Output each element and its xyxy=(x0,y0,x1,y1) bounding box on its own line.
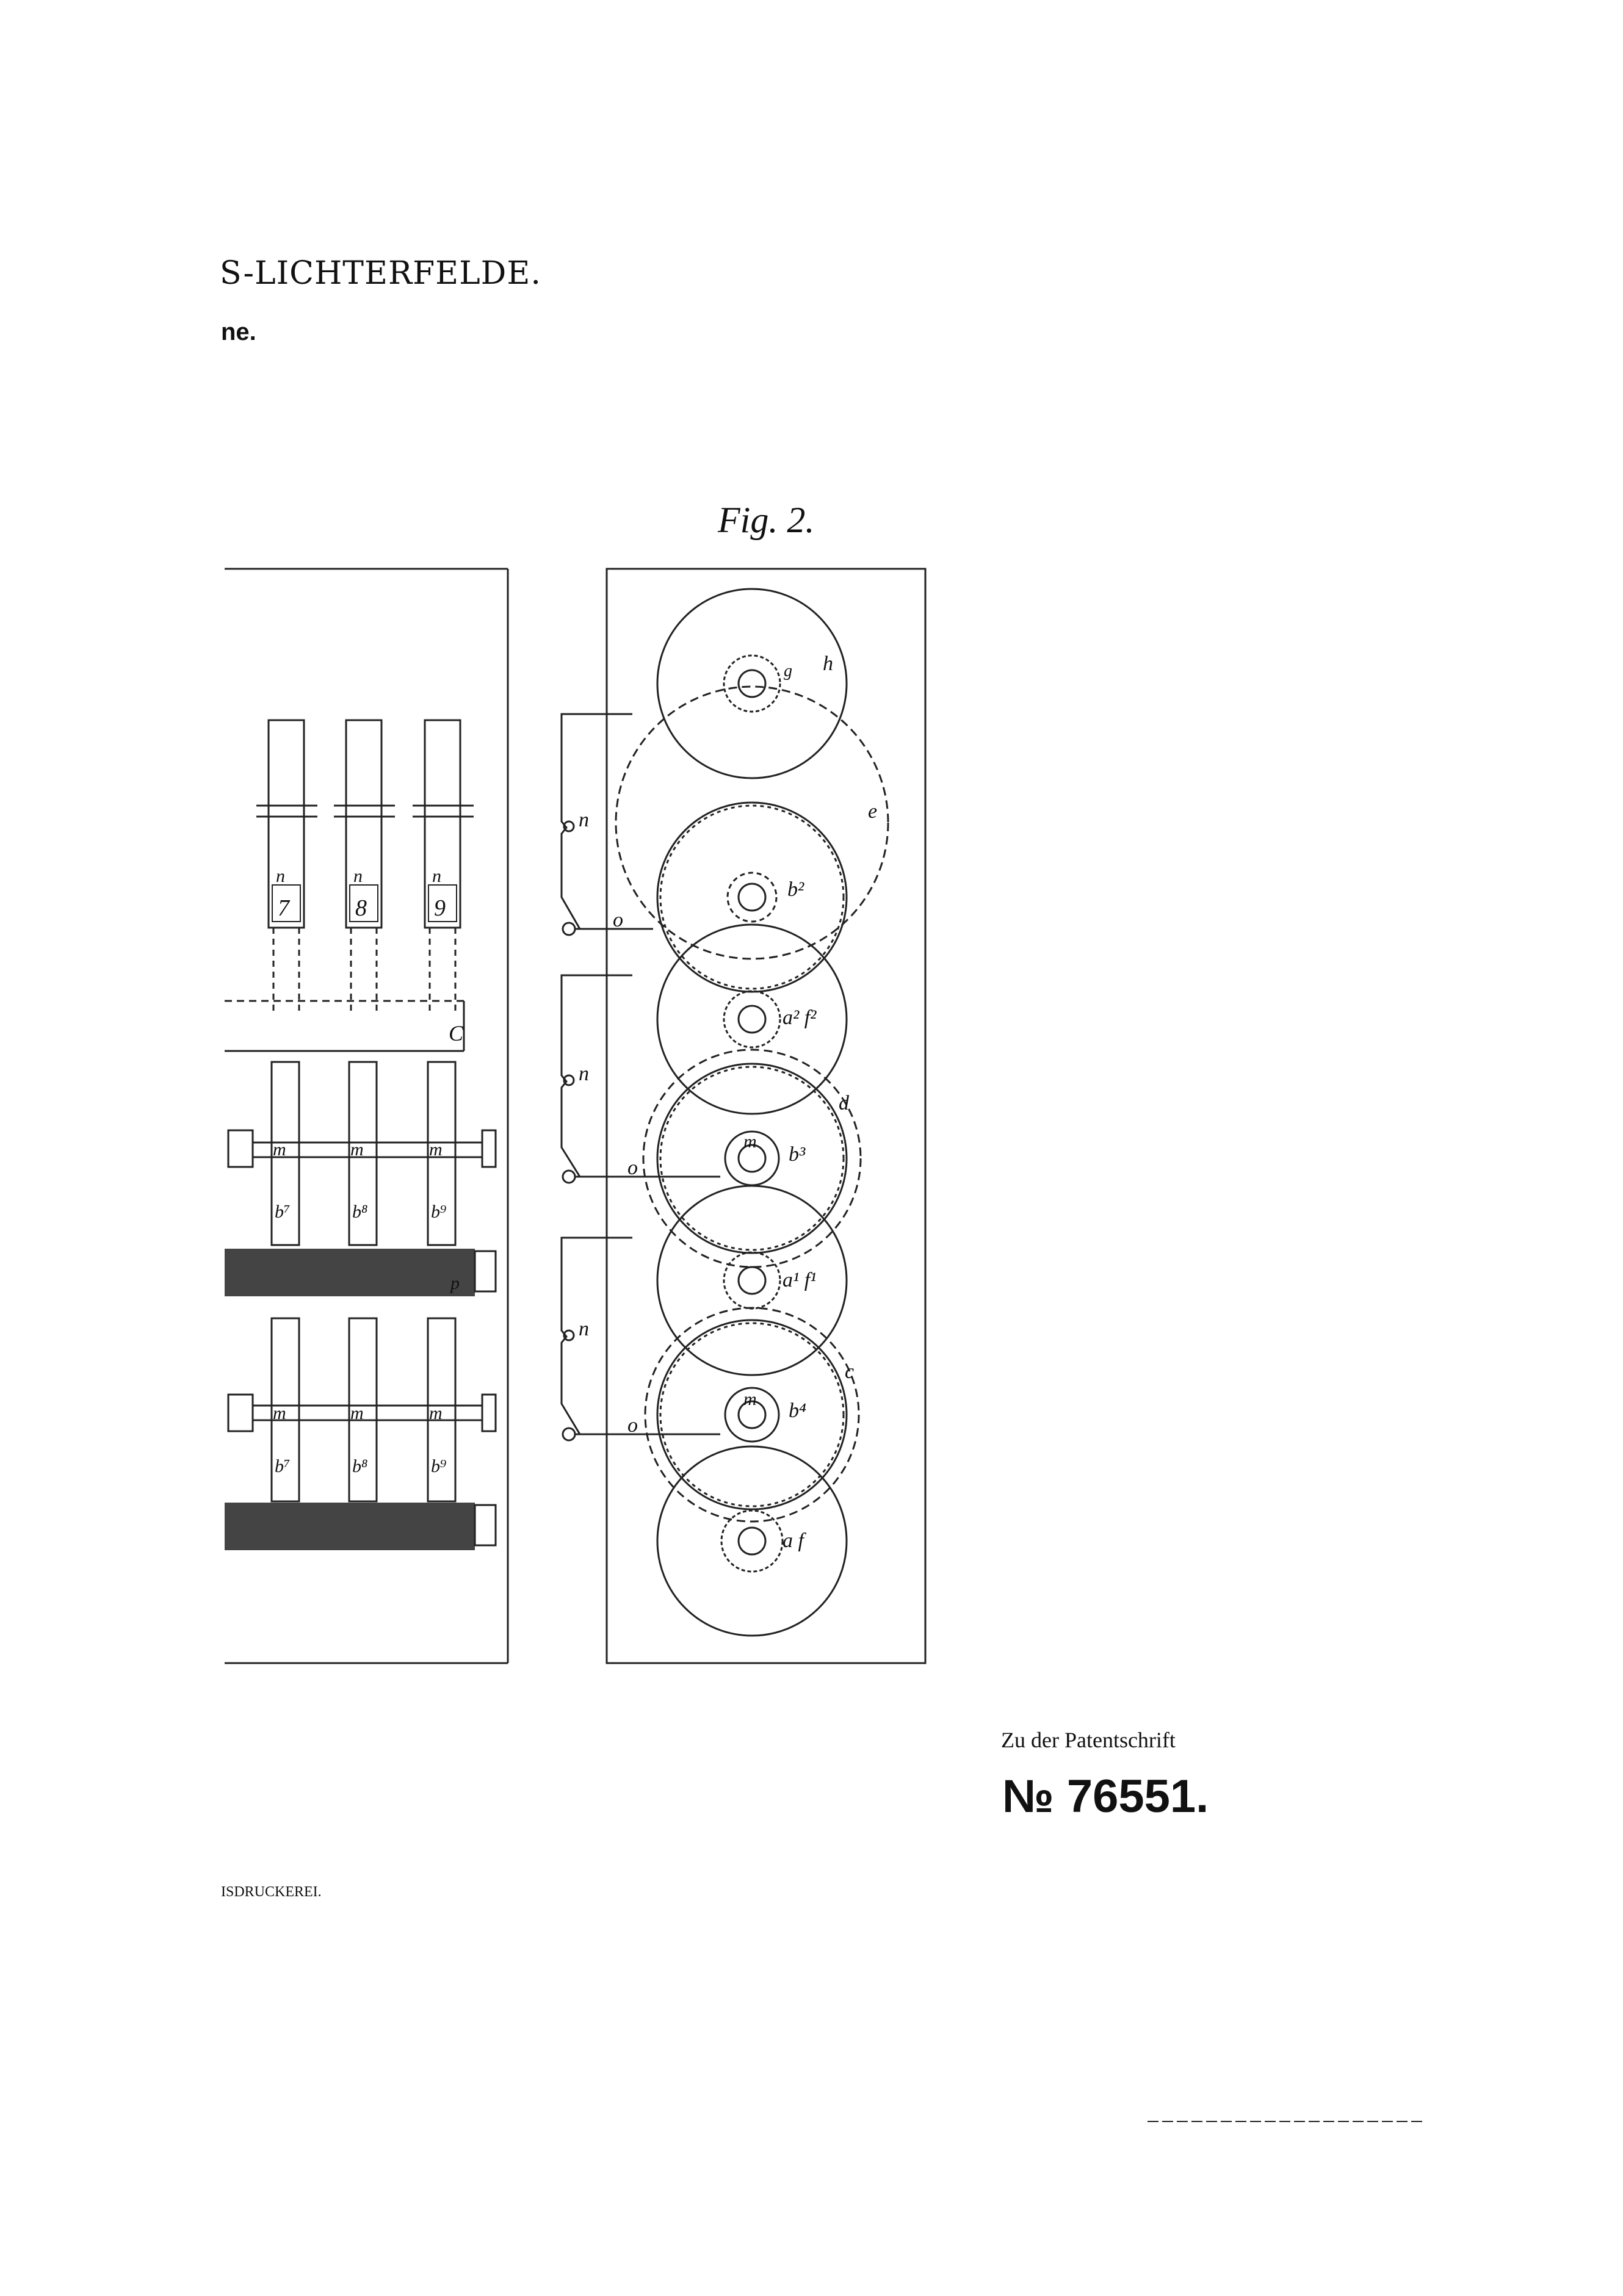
left-label-p: p xyxy=(449,1273,460,1293)
disc-b3 xyxy=(656,1063,848,1254)
label-d: d xyxy=(839,1092,850,1114)
disc-b2 xyxy=(656,801,848,993)
disc-b4 xyxy=(656,1319,848,1511)
patent-number: № 76551. xyxy=(1002,1771,1209,1822)
disc-c-outline xyxy=(644,1307,860,1523)
label-e: e xyxy=(868,800,877,823)
left-label-m-2: m xyxy=(350,1139,364,1160)
printer-imprint: ISDRUCKEREI. xyxy=(221,1884,322,1900)
label-m-b4: m xyxy=(743,1389,757,1409)
figure-label: Fig. 2. xyxy=(718,500,815,540)
left-label-c: C xyxy=(449,1021,464,1045)
left-label-b9-upper: b⁹ xyxy=(431,1202,446,1222)
label-b3: b³ xyxy=(789,1143,806,1166)
column-number-7: 7 xyxy=(278,895,291,921)
left-label-n-8: n xyxy=(353,866,363,886)
left-label-b7-lower: b⁷ xyxy=(275,1456,290,1476)
label-o-1: o xyxy=(613,909,623,931)
left-label-m-5: m xyxy=(350,1403,364,1423)
disc-h xyxy=(656,588,848,779)
left-label-b7-upper: b⁷ xyxy=(275,1202,290,1222)
label-h: h xyxy=(823,652,833,675)
reference-caption: Zu der Patentschrift xyxy=(1001,1728,1176,1752)
header-place: S-LICHTERFELDE. xyxy=(220,255,541,292)
left-label-b8-upper: b⁸ xyxy=(352,1202,367,1222)
left-label-m-4: m xyxy=(273,1403,286,1423)
left-label-m-6: m xyxy=(429,1403,443,1423)
left-panel: n n n 7 8 9 C m m m b⁷ b⁸ b⁹ p m m m b⁷ … xyxy=(225,568,509,1664)
left-label-n-9: n xyxy=(432,866,441,886)
left-label-m-3: m xyxy=(429,1139,443,1160)
upper-shaft xyxy=(225,1061,497,1296)
disc-d-outline xyxy=(642,1049,862,1268)
label-af: a f xyxy=(783,1529,807,1552)
disc-a xyxy=(656,1445,848,1637)
label-m-b3: m xyxy=(743,1132,757,1152)
label-c: c xyxy=(845,1360,854,1383)
label-b4: b⁴ xyxy=(789,1399,806,1422)
label-o-2: o xyxy=(627,1157,638,1179)
label-n-1: n xyxy=(579,809,589,831)
label-n-2: n xyxy=(579,1063,589,1085)
label-b2: b² xyxy=(787,878,804,901)
disc-a2 xyxy=(656,923,848,1115)
column-number-9: 9 xyxy=(434,895,446,921)
left-label-n-7: n xyxy=(276,866,285,886)
key-column-9 xyxy=(413,719,474,1013)
left-label-b9-lower: b⁹ xyxy=(431,1456,446,1476)
right-panel: h g e b² a² f² d m b³ a¹ f¹ c m b⁴ a f n… xyxy=(560,568,927,1664)
label-n-3: n xyxy=(579,1318,589,1340)
left-label-m-1: m xyxy=(273,1139,286,1160)
lower-shaft xyxy=(225,1317,497,1550)
column-number-8: 8 xyxy=(355,895,367,921)
header-subtitle: ne. xyxy=(221,319,256,345)
label-o-3: o xyxy=(627,1414,638,1437)
key-column-7 xyxy=(256,719,317,1013)
label-a1f1: a¹ f¹ xyxy=(783,1269,816,1291)
left-label-b8-lower: b⁸ xyxy=(352,1456,367,1476)
key-column-8 xyxy=(334,719,395,1013)
label-a2f2: a² f² xyxy=(783,1006,817,1029)
disc-e-outline xyxy=(615,685,889,960)
label-g: g xyxy=(784,662,792,680)
